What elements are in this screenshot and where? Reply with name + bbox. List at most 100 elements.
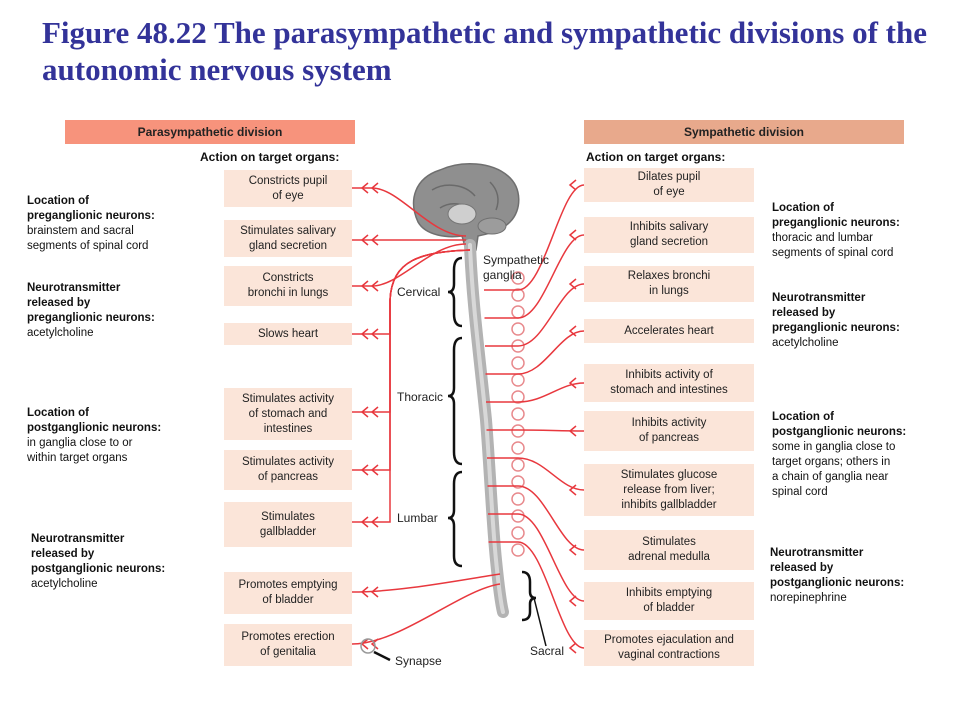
ganglion	[511, 543, 525, 557]
parasympathetic-nerve	[352, 249, 471, 471]
symp-action-genital: Promotes ejaculation and vaginal contrac…	[584, 630, 754, 666]
ganglion	[511, 424, 525, 438]
note-text: acetylcholine	[772, 337, 839, 349]
nerve-arrowhead	[568, 229, 577, 241]
sacral-bracket	[521, 570, 537, 622]
nerve-arrowhead	[568, 484, 577, 496]
note-label: Location of postganglionic neurons:	[27, 407, 162, 434]
lumbar-label: Lumbar	[397, 511, 438, 525]
para-action-pupil: Constricts pupil of eye	[224, 170, 352, 207]
ganglion	[511, 475, 525, 489]
symp-action-bladder: Inhibits emptying of bladder	[584, 582, 754, 620]
nerve-arrowhead	[568, 377, 577, 389]
symp-action-pupil: Dilates pupil of eye	[584, 168, 754, 202]
parasympathetic-nerve	[352, 243, 467, 287]
note-text: acetylcholine	[31, 578, 98, 590]
ganglion	[511, 271, 525, 285]
nerve-arrowhead	[568, 425, 577, 437]
note-text: some in ganglia close to target organs; …	[772, 441, 896, 498]
nerve-arrowhead	[568, 595, 577, 607]
ganglion	[511, 407, 525, 421]
parasympathetic-nerve	[352, 249, 471, 413]
brain-illustration	[412, 163, 520, 251]
sympathetic-nerve	[485, 283, 585, 347]
ganglion	[511, 492, 525, 506]
note-label: Location of postganglionic neurons:	[772, 411, 907, 438]
note-text: acetylcholine	[27, 327, 94, 339]
nerve-arrowhead	[568, 325, 577, 337]
ganglion	[511, 526, 525, 540]
nerve-arrowhead	[360, 516, 379, 528]
symp-action-bronchi: Relaxes bronchi in lungs	[584, 266, 754, 302]
nerve-arrowhead	[360, 586, 379, 598]
para-action-bladder: Promotes emptying of bladder	[224, 572, 352, 614]
thoracic-label: Thoracic	[397, 390, 444, 404]
para-action-stomach: Stimulates activity of stomach and intes…	[224, 388, 352, 440]
nerve-arrowhead	[360, 182, 379, 194]
thoracic-bracket	[447, 336, 463, 466]
nerve-arrowhead	[568, 278, 577, 290]
para-note-postganglionic-transmitter: Neurotransmitter released by postganglio…	[31, 517, 165, 592]
sympathetic-nerve	[487, 485, 585, 551]
sympathetic-nerve	[487, 457, 585, 491]
note-text: brainstem and sacral segments of spinal …	[27, 225, 149, 252]
parasympathetic-nerve	[352, 187, 467, 237]
cervical-label: Cervical	[397, 285, 441, 299]
ganglion	[511, 356, 525, 370]
para-action-pancreas: Stimulates activity of pancreas	[224, 450, 352, 490]
ganglion	[511, 458, 525, 472]
para-note-preganglionic-location: Location of preganglionic neurons: brains…	[27, 179, 155, 254]
note-label: Neurotransmitter released by preganglion…	[772, 292, 900, 334]
nerve-pathways	[351, 179, 585, 654]
ganglion	[511, 305, 525, 319]
note-label: Location of preganglionic neurons:	[772, 202, 900, 229]
symp-note-postganglionic-location: Location of postganglionic neurons: some …	[772, 395, 906, 500]
synapse-marker	[360, 638, 376, 654]
para-note-preganglionic-transmitter: Neurotransmitter released by preganglion…	[27, 266, 155, 341]
para-action-bronchi: Constricts bronchi in lungs	[224, 266, 352, 306]
nerve-arrowhead	[360, 406, 379, 418]
lumbar-bracket	[447, 470, 463, 568]
sympathetic-header: Sympathetic division	[584, 120, 904, 144]
parasympathetic-nerve	[351, 583, 501, 645]
note-label: Neurotransmitter released by preganglion…	[27, 282, 155, 324]
parasympathetic-header: Parasympathetic division	[65, 120, 355, 144]
symp-note-preganglionic-transmitter: Neurotransmitter released by preganglion…	[772, 276, 900, 351]
symp-action-heart: Accelerates heart	[584, 319, 754, 343]
sympathetic-nerve	[485, 330, 585, 375]
sympathetic-nerve	[486, 429, 585, 432]
sympathetic-action-heading: Action on target organs:	[586, 150, 726, 164]
figure-title: Figure 48.22 The parasympathetic and sym…	[42, 15, 927, 87]
symp-note-preganglionic-location: Location of preganglionic neurons: thorac…	[772, 186, 900, 261]
symp-note-postganglionic-transmitter: Neurotransmitter released by postganglio…	[770, 531, 904, 606]
ganglion	[511, 322, 525, 336]
symp-action-pancreas: Inhibits activity of pancreas	[584, 411, 754, 451]
para-action-heart: Slows heart	[224, 323, 352, 345]
nerve-arrowhead	[568, 179, 577, 191]
parasympathetic-nerve	[352, 249, 471, 523]
synapse-label: Synapse	[395, 654, 442, 668]
note-label: Neurotransmitter released by postganglio…	[770, 547, 905, 589]
note-text: in ganglia close to or within target org…	[27, 437, 133, 464]
symp-action-liver: Stimulates glucose release from liver; i…	[584, 464, 754, 516]
nerve-arrowhead	[360, 464, 379, 476]
note-label: Neurotransmitter released by postganglio…	[31, 533, 166, 575]
sympathetic-ganglia-label: Sympathetic ganglia	[483, 253, 550, 282]
para-note-postganglionic-location: Location of postganglionic neurons: in ga…	[27, 391, 161, 466]
ganglion	[511, 441, 525, 455]
parasympathetic-nerve	[351, 573, 501, 593]
note-text: thoracic and lumbar segments of spinal c…	[772, 232, 894, 259]
nerve-arrowhead	[360, 234, 379, 246]
sympathetic-nerve	[486, 382, 585, 403]
ganglion	[511, 288, 525, 302]
para-action-genitalia: Promotes erection of genitalia	[224, 624, 352, 666]
nerve-arrowhead	[568, 544, 577, 556]
para-action-salivary: Stimulates salivary gland secretion	[224, 220, 352, 257]
nerve-arrowhead	[360, 280, 379, 292]
ganglion	[511, 373, 525, 387]
para-action-gallbladder: Stimulates gallbladder	[224, 502, 352, 547]
note-label: Location of preganglionic neurons:	[27, 195, 155, 222]
note-text: norepinephrine	[770, 592, 847, 604]
ganglion	[511, 390, 525, 404]
